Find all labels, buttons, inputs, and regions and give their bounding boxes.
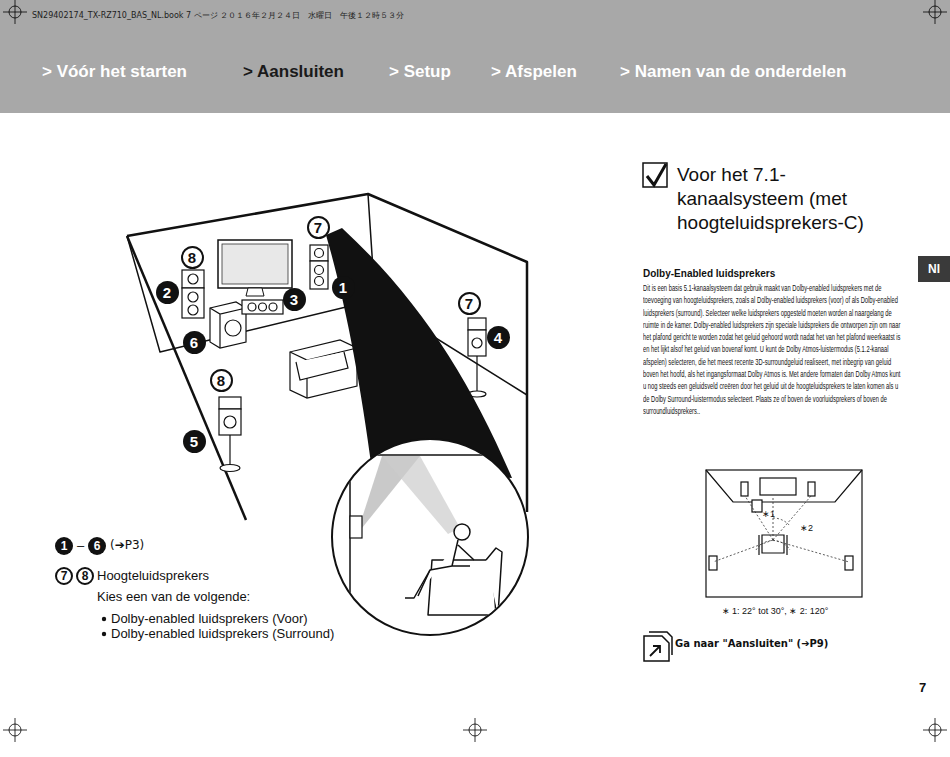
callout-number: 8 bbox=[210, 369, 233, 392]
callout-number: 1 bbox=[332, 276, 355, 299]
callout-number: 1 bbox=[55, 537, 73, 555]
range-dash: – bbox=[77, 538, 84, 553]
nav-item: > Setup bbox=[389, 62, 451, 82]
callout-number: 7 bbox=[307, 216, 330, 239]
bullet-item: Dolby-enabled luidsprekers (Voor) bbox=[111, 611, 308, 626]
callout-number: 3 bbox=[283, 288, 306, 311]
file-header: SN29402174_TX-RZ710_BAS_NL.book 7 ページ ２０… bbox=[32, 10, 404, 21]
angle-mark: ∗2 bbox=[800, 523, 813, 533]
page-reference: (➔P3) bbox=[110, 538, 144, 552]
callout-number: 7 bbox=[55, 567, 73, 585]
legend-text: Kies een van de volgende: bbox=[97, 589, 250, 604]
angle-mark: ∗1 bbox=[762, 509, 775, 519]
callout-number: 6 bbox=[183, 331, 206, 354]
callout-number: 8 bbox=[181, 246, 204, 269]
nav-item: > Afspelen bbox=[491, 62, 577, 82]
language-tab: Nl bbox=[918, 256, 950, 282]
angle-note: ∗ 1: 22° tot 30°, ∗ 2: 120° bbox=[690, 606, 860, 616]
callout-number: 7 bbox=[458, 292, 481, 315]
tab-label: Nl bbox=[918, 256, 950, 282]
section-title: Voor het 7.1-kanaalsysteem (met hoogtelu… bbox=[677, 163, 905, 235]
nav-item: > Vóór het starten bbox=[42, 62, 187, 82]
nav-item: > Aansluiten bbox=[243, 62, 344, 82]
subheading: Dolby-Enabled luidsprekers bbox=[643, 268, 775, 279]
page-number: 7 bbox=[919, 680, 926, 695]
callout-number: 4 bbox=[487, 326, 510, 349]
callout-number: 2 bbox=[156, 281, 179, 304]
callout-number: 8 bbox=[76, 567, 94, 585]
bullet-item: Dolby-enabled luidsprekers (Surround) bbox=[111, 626, 334, 641]
goto-link: Ga naar "Aansluiten" (➔P9) bbox=[675, 638, 828, 649]
nav-item: > Namen van de onderdelen bbox=[620, 62, 846, 82]
speaker-layout-diagram bbox=[640, 455, 880, 670]
body-text: Dit is een basis 5.1-kanaalsysteem dat g… bbox=[643, 282, 905, 417]
callout-number: 5 bbox=[183, 430, 206, 453]
callout-number: 6 bbox=[88, 537, 106, 555]
legend-text: Hoogteluidsprekers bbox=[97, 568, 209, 583]
